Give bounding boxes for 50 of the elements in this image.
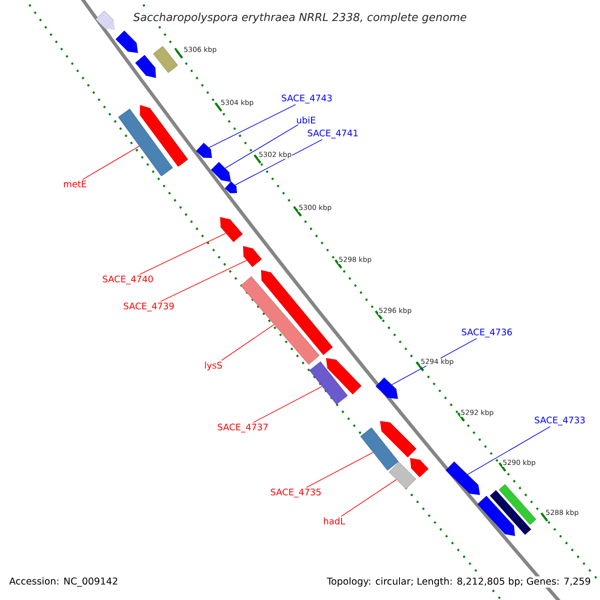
gene-block: [116, 30, 138, 53]
leader-line: [467, 426, 551, 475]
genome-info-text: Topology: circular; Length: 8,212,805 bp; Genes: 7,259: [326, 576, 592, 588]
gene-block: [309, 361, 348, 405]
gene-block: [224, 181, 237, 194]
gene-block: [477, 496, 515, 536]
gene-block: [261, 270, 333, 356]
gene-block: [210, 162, 231, 182]
leader-line: [253, 386, 322, 423]
gene-label: hadL: [324, 518, 346, 524]
gene-label: SACE_4741: [308, 130, 358, 138]
gene-label: ubiE: [296, 116, 316, 124]
gene-label: SACE_4739: [124, 302, 174, 312]
gene-block: [153, 46, 178, 73]
gene-block: [118, 108, 173, 176]
leader-line: [208, 104, 296, 148]
leader-line: [82, 146, 140, 180]
gene-block: [360, 427, 399, 471]
leader-line: [160, 260, 248, 302]
gene-block: [380, 421, 416, 458]
gene-label: SACE_4743: [282, 94, 332, 104]
gene-label: SACE_4733: [534, 416, 585, 426]
leader-line: [224, 124, 298, 169]
gene-label: SACE_4740: [102, 276, 153, 284]
gene-label: metE: [64, 180, 86, 188]
gene-label: SACE_4735: [270, 488, 321, 498]
gene-block: [410, 458, 429, 478]
gene-block: [326, 358, 362, 394]
gene-block: [243, 246, 262, 268]
leader-line: [340, 479, 397, 517]
gene-block: [490, 490, 532, 535]
leader-line: [234, 139, 322, 186]
gene-block: [498, 484, 536, 525]
gene-label: SACE_4736: [462, 328, 512, 338]
accession-text: Accession: NC_009142: [8, 576, 120, 588]
gene-block: [140, 105, 188, 167]
gene-block: [135, 54, 156, 78]
gene-block: [376, 377, 398, 399]
gene-block: [240, 276, 320, 365]
gene-label: lysS: [205, 362, 222, 370]
leader-line: [139, 232, 226, 275]
gene-label: SACE_4737: [218, 424, 268, 432]
gene-block: [196, 142, 212, 158]
leader-line: [221, 324, 274, 361]
title: Saccharopolyspora erythraea NRRL 2338, complete genome: [132, 12, 468, 24]
leader-line: [306, 452, 374, 488]
gene-block: [220, 217, 243, 242]
gene-block: [96, 10, 115, 30]
gene-block: [446, 461, 480, 495]
gene-block: [388, 462, 416, 490]
